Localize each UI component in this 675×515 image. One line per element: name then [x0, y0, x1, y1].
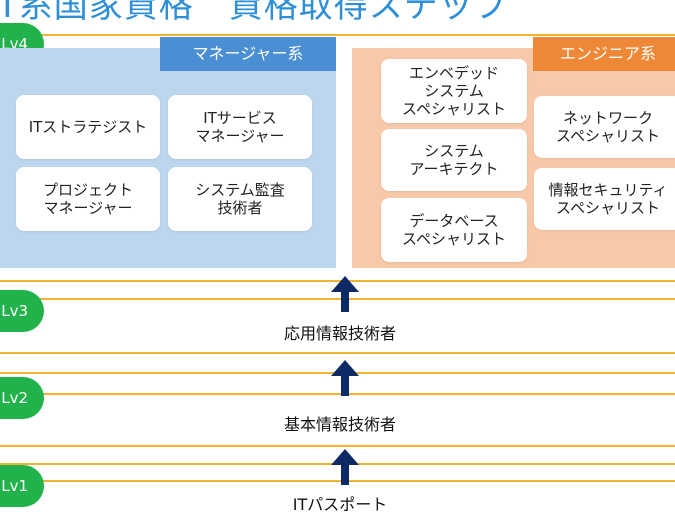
cert-fundamental-information-technology-engineer: 基本情報技術者 [283, 415, 396, 434]
up-arrow-icon [331, 276, 359, 312]
level-line [0, 280, 675, 282]
cert-it-service-manager: ITサービス マネージャー [168, 95, 312, 159]
level-line [0, 445, 675, 447]
level-line [0, 298, 675, 300]
up-arrow-icon [331, 449, 359, 485]
cert-project-manager: プロジェクト マネージャー [16, 167, 160, 231]
manager-header: マネージャー系 [160, 37, 336, 71]
cert-it-passport: ITパスポート [292, 495, 388, 514]
cert-information-security-specialist: 情報セキュリティ スペシャリスト [534, 168, 675, 230]
level-line [0, 34, 675, 36]
cert-applied-information-technology-engineer: 応用情報技術者 [283, 324, 396, 343]
page-title: IT系国家資格 資格取得ステップ [0, 0, 509, 26]
cert-network-specialist: ネットワーク スペシャリスト [534, 96, 675, 158]
level-line [0, 352, 675, 354]
cert-it-strategist: ITストラテジスト [16, 95, 160, 159]
up-arrow-icon [331, 360, 359, 396]
engineer-header: エンジニア系 [533, 37, 675, 71]
cert-systems-auditor: システム監査 技術者 [168, 167, 312, 231]
level-line [0, 480, 675, 482]
level-badge-lv1: Lv1 [0, 465, 44, 507]
cert-database-specialist: データベース スペシャリスト [381, 198, 527, 262]
cert-embedded-systems-specialist: エンベデッド システム スペシャリスト [381, 59, 527, 123]
cert-systems-architect: システム アーキテクト [381, 129, 527, 191]
level-line [0, 393, 675, 395]
level-badge-lv2: Lv2 [0, 377, 44, 419]
level-badge-lv3: Lv3 [0, 290, 44, 332]
